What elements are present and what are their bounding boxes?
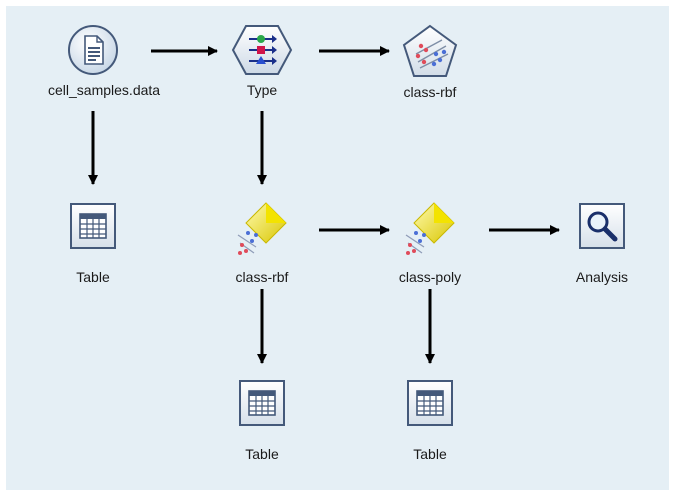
svm-model-pentagon-icon [402, 24, 458, 77]
node-label: Type [246, 82, 278, 98]
type-hexagon-icon [231, 25, 293, 75]
table-icon [70, 203, 116, 249]
node-label: cell_samples.data [48, 82, 161, 98]
node-label: class-rbf [235, 269, 289, 285]
table-icon [407, 380, 453, 426]
node-label: Table [413, 446, 447, 462]
node-label: Table [76, 269, 110, 285]
node-nugget-poly[interactable]: class-poly [385, 201, 475, 285]
node-table[interactable]: Table [48, 203, 138, 285]
node-table[interactable]: Table [217, 380, 307, 462]
stream-canvas[interactable]: cell_samples.data Type [6, 6, 669, 490]
svm-nugget-icon [405, 202, 455, 255]
connections-layer [88, 46, 560, 364]
node-label: class-poly [398, 269, 462, 285]
table-icon [239, 380, 285, 426]
node-table[interactable]: Table [385, 380, 475, 462]
node-nugget-rbf[interactable]: class-rbf [217, 201, 307, 285]
node-source[interactable]: cell_samples.data [48, 24, 161, 98]
node-label: Table [245, 446, 279, 462]
data-file-icon [68, 25, 118, 75]
node-label: class-rbf [403, 84, 457, 100]
node-type[interactable]: Type [217, 24, 307, 98]
node-label: Analysis [575, 269, 629, 285]
node-model[interactable]: class-rbf [385, 24, 475, 100]
svm-nugget-icon [237, 202, 287, 255]
node-analysis[interactable]: Analysis [557, 203, 647, 285]
magnifier-analysis-icon [579, 203, 625, 249]
